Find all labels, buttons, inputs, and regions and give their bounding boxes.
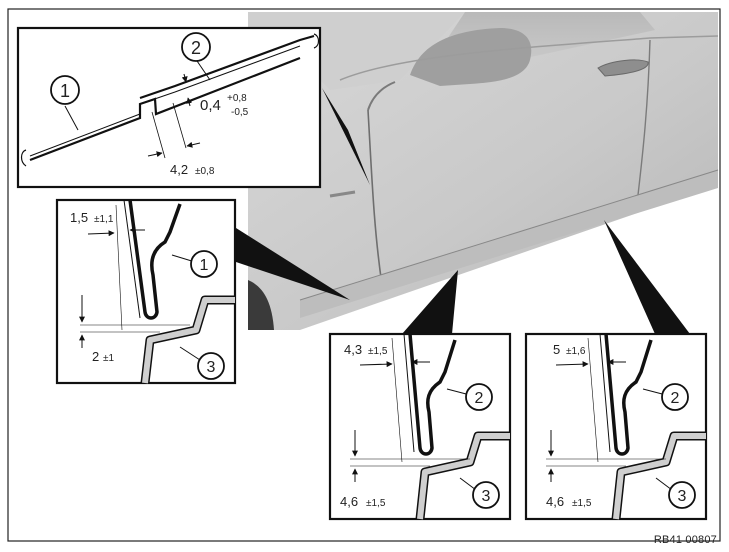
panel-2-edge xyxy=(139,34,315,100)
left-callout-3 xyxy=(197,352,225,380)
sill-profile-right xyxy=(613,433,706,520)
side-mirror xyxy=(410,28,532,86)
mid-callout-3 xyxy=(472,481,500,509)
pointer-section-right xyxy=(604,220,690,334)
sill-profile-mid xyxy=(417,433,510,520)
left-callout-1-label: 1 xyxy=(200,257,209,274)
section-right: 5 ±1,6 4,6 ±1,5 2 3 xyxy=(524,332,708,521)
detail-gap-overlap: 1 2 0,4 +0,8 -0,5 4,2 ±0,8 xyxy=(16,26,322,189)
left-top-tol: ±1,1 xyxy=(94,214,114,225)
left-bottom-value: 2 xyxy=(92,349,99,364)
mid-callout-2-label: 2 xyxy=(475,390,484,407)
left-top-value: 1,5 xyxy=(70,210,88,225)
side-sill xyxy=(299,169,719,301)
right-callout-3 xyxy=(668,481,696,509)
pointer-section-left xyxy=(236,228,350,300)
right-bottom-value: 4,6 xyxy=(546,494,564,509)
door-skin-right xyxy=(604,333,653,456)
figure-code: RB41 00807 xyxy=(653,534,717,546)
left-bottom-tol: ±1 xyxy=(103,353,114,364)
callout-2 xyxy=(181,32,211,62)
mid-top-tol: ±1,5 xyxy=(368,346,388,357)
mid-top-value: 4,3 xyxy=(344,342,362,357)
pointer-top-detail xyxy=(322,88,370,185)
right-callout-2-label: 2 xyxy=(671,390,680,407)
gap-tol-plus: +0,8 xyxy=(227,93,247,104)
door-skin-left xyxy=(128,199,182,320)
pointer-section-mid xyxy=(402,270,458,334)
left-callout-3-label: 3 xyxy=(207,359,216,376)
callout-2-label: 2 xyxy=(191,38,201,58)
right-top-tol: ±1,6 xyxy=(566,346,586,357)
right-callout-2 xyxy=(661,383,689,411)
callout-1 xyxy=(50,75,80,105)
left-callout-1 xyxy=(190,250,218,278)
section-middle: 4,3 ±1,5 4,6 ±1,5 2 3 xyxy=(328,332,512,521)
door-handle xyxy=(597,59,649,77)
gap-tol-minus: -0,5 xyxy=(231,107,249,118)
sill-profile-left xyxy=(142,297,235,384)
mid-callout-3-label: 3 xyxy=(482,488,491,505)
callout-1-label: 1 xyxy=(60,81,70,101)
door-front-edge xyxy=(367,109,383,286)
door-skin-mid xyxy=(408,333,457,456)
right-top-value: 5 xyxy=(553,342,560,357)
overlap-tol: ±0,8 xyxy=(195,166,215,177)
mid-bottom-value: 4,6 xyxy=(340,494,358,509)
door-rear-edge xyxy=(637,39,651,196)
right-bottom-tol: ±1,5 xyxy=(572,498,592,509)
mid-bottom-tol: ±1,5 xyxy=(366,498,386,509)
mid-callout-2 xyxy=(465,383,493,411)
front-wheel xyxy=(248,280,274,330)
right-callout-3-label: 3 xyxy=(678,488,687,505)
overlap-value: 4,2 xyxy=(170,162,188,177)
section-left: 1,5 ±1,1 2 ±1 1 3 xyxy=(55,198,237,385)
gap-value: 0,4 xyxy=(200,97,221,114)
